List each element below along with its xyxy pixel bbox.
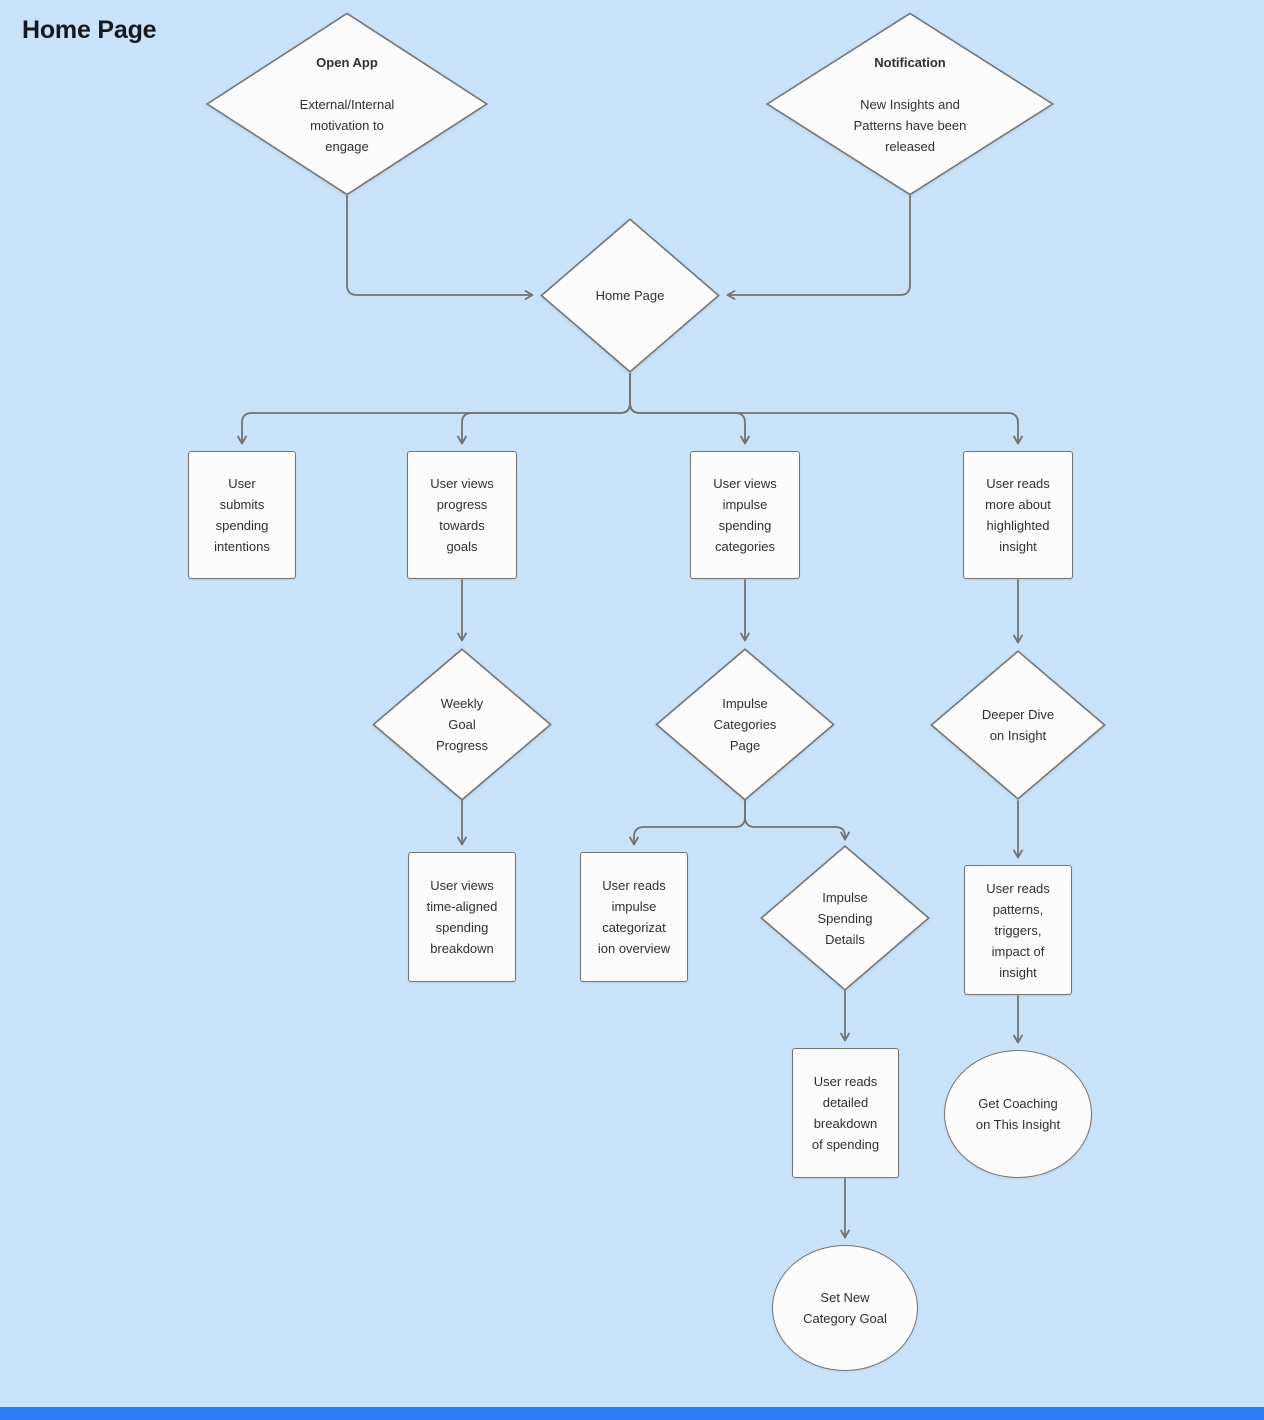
node-detailed-breakdown-label: User reads detailed breakdown of spendin… [811, 1074, 880, 1152]
node-open-app-body: External/Internal motivation to engage [299, 96, 395, 154]
node-get-coaching[interactable]: Get Coaching on This Insight [944, 1050, 1092, 1178]
connector-home-to-reads-insight[interactable] [629, 373, 1023, 445]
node-label: Notification New Insights and Patterns h… [848, 29, 973, 180]
diamond-shape [930, 650, 1106, 800]
node-time-aligned-label: User views time-aligned spending breakdo… [426, 878, 498, 956]
node-views-impulse[interactable]: User views impulse spending categories [690, 451, 800, 579]
diamond-shape [655, 648, 835, 801]
node-notification-title: Notification [874, 54, 946, 70]
node-impulse-categories-label: Impulse Categories Page [713, 696, 777, 753]
connector-categories-to-overview[interactable] [629, 800, 746, 846]
node-time-aligned[interactable]: User views time-aligned spending breakdo… [408, 852, 516, 982]
node-impulse-details[interactable]: Impulse Spending Details [760, 845, 930, 991]
diamond-shape [372, 648, 552, 801]
diamond-shape [765, 12, 1055, 196]
node-deeper-dive-label: Deeper Dive on Insight [981, 707, 1055, 743]
connector-home-to-views-impulse[interactable] [629, 373, 750, 445]
node-views-progress[interactable]: User views progress towards goals [407, 451, 517, 579]
node-notification[interactable]: Notification New Insights and Patterns h… [765, 12, 1055, 196]
node-set-new-goal[interactable]: Set New Category Goal [772, 1245, 918, 1371]
diamond-shape [760, 845, 930, 991]
node-reads-insight[interactable]: User reads more about highlighted insigh… [963, 451, 1073, 579]
node-open-app[interactable]: Open App External/Internal motivation to… [205, 12, 489, 196]
node-submit-intentions[interactable]: User submits spending intentions [188, 451, 296, 579]
node-categorization-overview-label: User reads impulse categorizat ion overv… [597, 878, 671, 956]
node-views-progress-label: User views progress towards goals [430, 476, 494, 554]
bottom-bar [0, 1407, 1264, 1420]
connector-categories-to-details[interactable] [744, 800, 850, 841]
node-reads-patterns-label: User reads patterns, triggers, impact of… [986, 880, 1050, 980]
node-open-app-title: Open App [316, 54, 378, 70]
node-set-new-goal-label: Set New Category Goal [803, 1290, 887, 1326]
node-home-page-label: Home Page [595, 288, 665, 303]
node-submit-intentions-label: User submits spending intentions [214, 476, 270, 554]
page-title: Home Page [22, 16, 157, 44]
diamond-shape [205, 12, 489, 196]
node-notification-body: New Insights and Patterns have been rele… [853, 96, 967, 154]
node-get-coaching-label: Get Coaching on This Insight [975, 1096, 1061, 1132]
node-detailed-breakdown[interactable]: User reads detailed breakdown of spendin… [792, 1048, 899, 1178]
node-reads-patterns[interactable]: User reads patterns, triggers, impact of… [964, 865, 1072, 995]
node-impulse-details-label: Impulse Spending Details [817, 889, 873, 947]
connector-home-to-submit-intentions[interactable] [237, 373, 631, 445]
node-weekly-goal-label: Weekly Goal Progress [435, 696, 489, 753]
node-views-impulse-label: User views impulse spending categories [713, 476, 777, 554]
diamond-shape [540, 218, 720, 373]
node-categorization-overview[interactable]: User reads impulse categorizat ion overv… [580, 852, 688, 982]
node-impulse-categories[interactable]: Impulse Categories Page [655, 648, 835, 801]
node-home-page[interactable]: Home Page [540, 218, 720, 373]
node-deeper-dive[interactable]: Deeper Dive on Insight [930, 650, 1106, 800]
node-weekly-goal[interactable]: Weekly Goal Progress [372, 648, 552, 801]
node-label: Open App External/Internal motivation to… [294, 29, 401, 180]
connector-notification-to-home[interactable] [726, 195, 911, 300]
connector-open-app-to-home[interactable] [346, 195, 534, 300]
connector-home-to-views-progress[interactable] [457, 373, 631, 445]
node-reads-insight-label: User reads more about highlighted insigh… [985, 476, 1051, 554]
